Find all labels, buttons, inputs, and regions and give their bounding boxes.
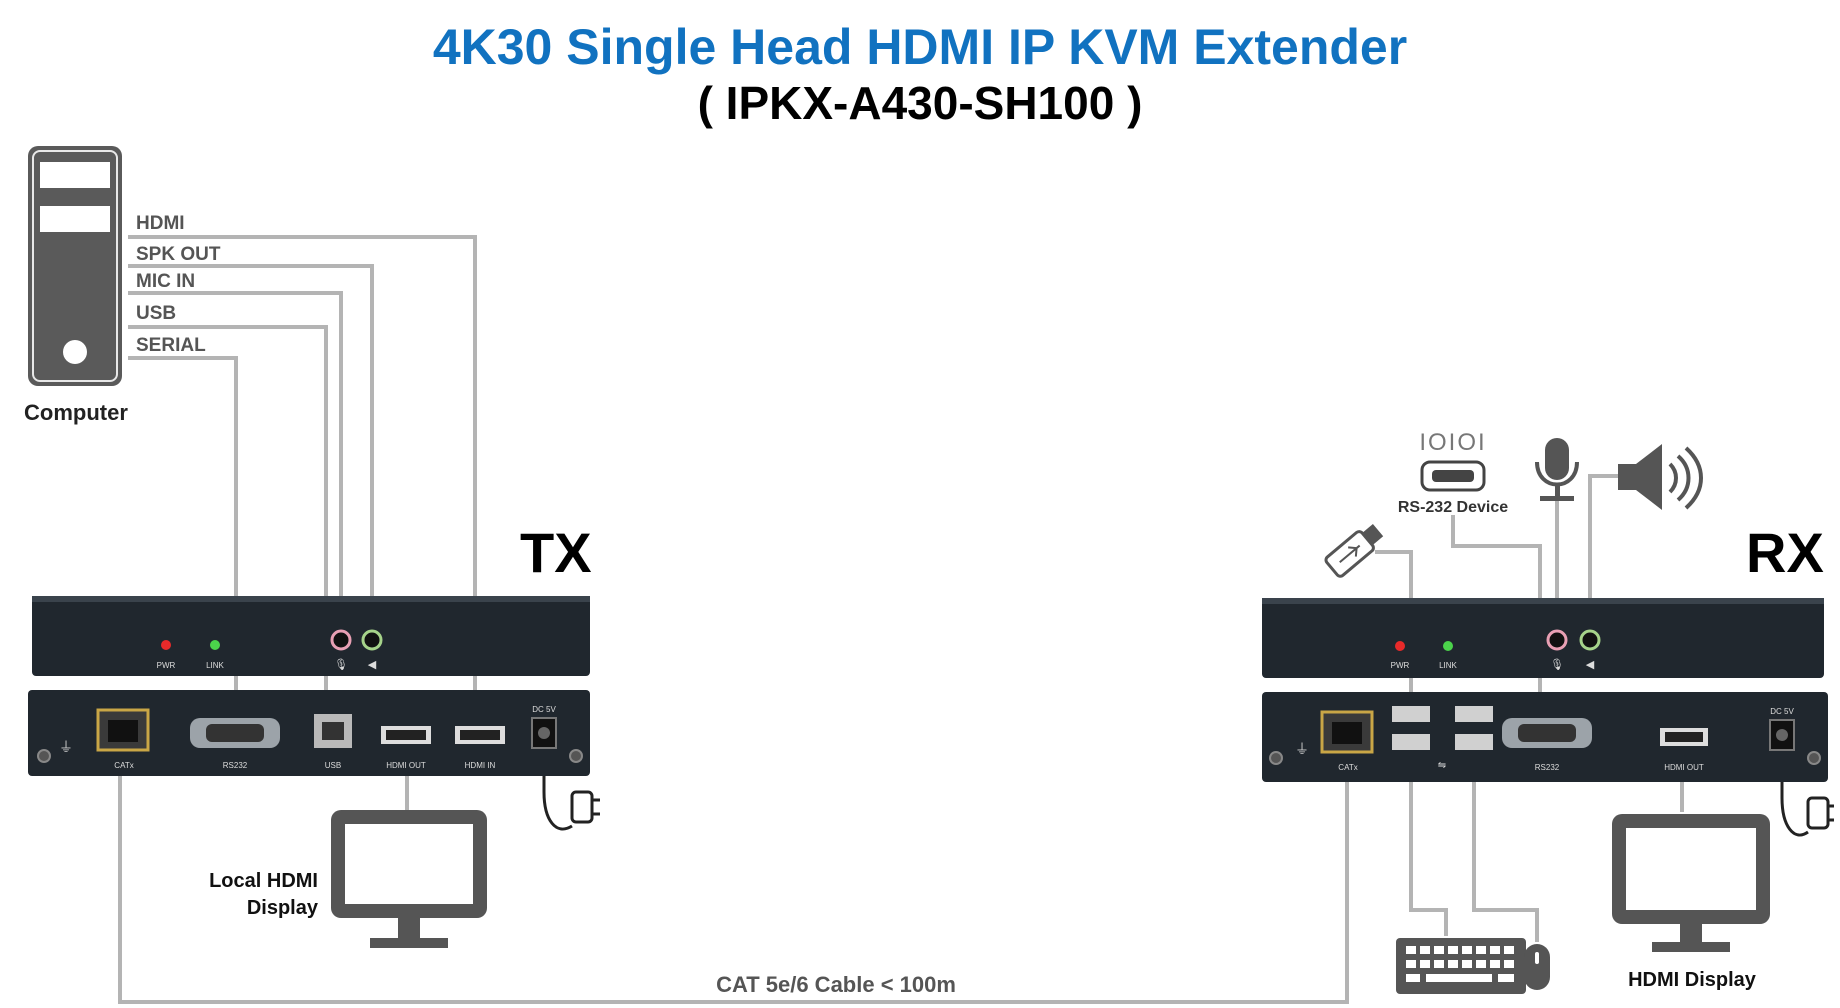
rx-ground-icon: ⏚ [1295,741,1309,757]
tx-port-label-hdmi-in: HDMI IN [465,761,496,770]
tx-front-panel: PWR LINK 🎙 ◀ [32,596,590,676]
rx-port-label-hdmi-out: HDMI OUT [1664,763,1704,772]
mouse-icon [1524,944,1550,990]
tx-port-label-catx: CATx [114,761,133,770]
hdmi-display-label: HDMI Display [1628,969,1757,991]
local-display-label-line1: Local HDMI [209,870,318,892]
keyboard-icon [1396,938,1526,994]
mouse-cable [1472,752,1539,942]
port-label-mic-in: MIC IN [136,271,195,292]
rx-link-led [1443,641,1453,651]
rx-mic-jack [1546,629,1568,651]
rx-dc-jack [1769,719,1795,751]
tx-port-label-rs232: RS232 [223,761,248,770]
tx-rear-panel: ⏚ DC 5V CATx RS232 USB HDMI OUT HDMI IN [28,690,590,776]
rx-spk-jack [1579,629,1601,651]
rx-usb-symbol-icon: ⇋ [1438,760,1446,771]
local-display-label-line2: Display [247,897,319,919]
tx-link-led [210,640,220,650]
speaker-icon [1618,444,1703,510]
serial-cable [128,356,238,714]
tx-port-label-hdmi-out: HDMI OUT [386,761,426,770]
rx-pwr-led [1395,641,1405,651]
rs232-device-bits: IOIOI [1419,429,1486,456]
rs232-device-label: RS-232 Device [1398,499,1508,516]
hdmi-cable [128,235,477,734]
rx-label: RX [1746,521,1824,584]
computer-port-labels: HDMI SPK OUT MIC IN USB SERIAL [136,213,221,356]
local-display-icon [331,810,487,948]
rs232-device-icon [1420,460,1486,492]
rx-rear-panel: ⏚ ⇋ DC 5V CATx RS232 HDMI OUT [1262,692,1828,782]
spk-out-cable [128,264,374,640]
cat-cable [118,770,1349,1004]
speaker-cable [1588,474,1618,638]
rx-usb-ports [1392,706,1493,750]
diagram-subtitle: ( IPKX-A430-SH100 ) [697,77,1143,129]
tx-mic-jack [330,629,352,651]
rx-speaker-icon: ◀ [1586,659,1595,671]
tx-link-led-label: LINK [206,661,224,670]
tx-ground-icon: ⏚ [59,739,73,755]
tx-pwr-led-label: PWR [157,661,176,670]
computer-label: Computer [24,400,128,425]
hdmi-display-icon [1612,814,1770,952]
tx-dc-label: DC 5V [532,705,556,714]
rx-port-label-rs232: RS232 [1535,763,1560,772]
tx-label: TX [520,521,592,584]
microphone-icon [1535,438,1579,501]
keyboard-cable [1409,752,1448,936]
tx-mic-icon: 🎙 [334,658,348,671]
port-label-usb: USB [136,303,176,324]
port-label-serial: SERIAL [136,335,206,356]
tx-port-label-usb: USB [325,761,341,770]
computer-icon [28,146,122,386]
tx-dc-jack [531,717,557,749]
tx-spk-jack [361,629,383,651]
rx-power-adapter-icon [1780,782,1834,837]
cat-cable-label: CAT 5e/6 Cable < 100m [716,972,956,997]
mic-in-cable [128,291,343,640]
usb-stick-icon [1324,524,1384,578]
rx-front-panel: PWR LINK 🎙 ◀ [1262,598,1824,678]
rx-pwr-led-label: PWR [1391,661,1410,670]
tx-pwr-led [161,640,171,650]
rx-dc-label: DC 5V [1770,707,1794,716]
rx-mic-icon: 🎙 [1550,658,1564,671]
port-label-hdmi: HDMI [136,213,185,234]
tx-power-adapter-icon [542,776,600,831]
rx-port-label-catx: CATx [1338,763,1357,772]
diagram-title: 4K30 Single Head HDMI IP KVM Extender [432,19,1408,75]
port-label-spk-out: SPK OUT [136,244,221,265]
tx-speaker-icon: ◀ [368,659,377,671]
rx-link-led-label: LINK [1439,661,1457,670]
